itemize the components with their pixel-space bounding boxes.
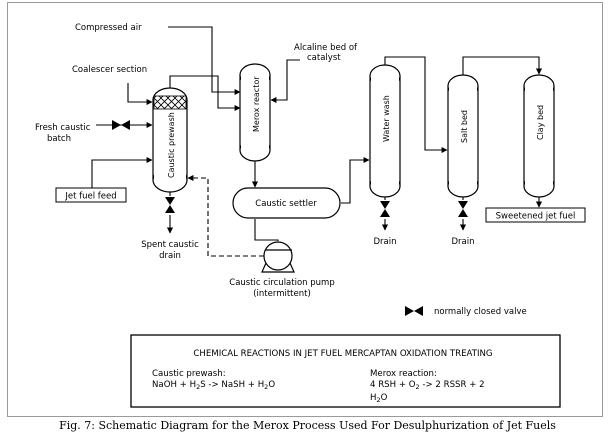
compressed-air-label: Compressed air: [75, 23, 142, 33]
water-wash-drain-label: Drain: [374, 237, 397, 247]
water-wash-vessel: Water wash: [369, 64, 401, 198]
prewash-reaction-label: Caustic prewash:: [152, 369, 226, 379]
merox-reactor-label: Merox reactor: [252, 76, 261, 132]
caustic-prewash-vessel: Caustic prewash: [152, 87, 188, 193]
circulation-pump: [261, 241, 295, 273]
merox-reaction-label: Merox reaction:: [370, 369, 437, 379]
prewash-reaction-equation: NaOH + H2S -> NaSH + H2O: [152, 380, 275, 391]
fresh-caustic-label-1: Fresh caustic: [35, 123, 91, 133]
water-wash-label: Water wash: [382, 95, 391, 142]
jet-fuel-feed-label: Jet fuel feed: [64, 192, 116, 202]
alcaline-bed-label-1: Alcaline bed of: [294, 43, 358, 53]
normally-closed-valve-label: normally closed valve: [434, 307, 527, 317]
salt-bed-drain-label: Drain: [452, 237, 475, 247]
merox-reaction-equation-cont: H2O: [370, 393, 388, 404]
spent-caustic-label-1: Spent caustic: [141, 240, 199, 250]
figure-border: [7, 2, 603, 417]
caustic-settler-label: Caustic settler: [255, 199, 317, 209]
valve-legend-icon: [405, 306, 423, 316]
recirculation-line: [187, 174, 264, 257]
caustic-prewash-label: Caustic prewash: [167, 112, 176, 178]
fresh-caustic-label-2: batch: [47, 134, 71, 144]
circulation-pump-label-2: (intermittent): [253, 289, 311, 299]
jet-fuel-feed-box: [55, 187, 127, 203]
merox-reaction-equation: 4 RSH + O2 -> 2 RSSR + 2: [370, 380, 485, 391]
coalescer-section-label: Coalescer section: [72, 65, 147, 75]
valve-fresh-caustic: [112, 120, 130, 130]
valve-salt-bed-drain: [458, 201, 468, 217]
sweetened-jet-fuel-label: Sweetened jet fuel: [496, 212, 576, 222]
caustic-settler-vessel: Caustic settler: [232, 187, 341, 219]
figure-caption: Fig. 7: Schematic Diagram for the Merox …: [59, 419, 556, 432]
reactions-box: CHEMICAL REACTIONS IN JET FUEL MERCAPTAN…: [130, 334, 561, 408]
clay-bed-vessel: Clay bed: [523, 74, 555, 198]
valve-water-wash-drain: [380, 201, 390, 217]
clay-bed-label: Clay bed: [536, 105, 545, 140]
reactions-title: CHEMICAL REACTIONS IN JET FUEL MERCAPTAN…: [193, 349, 492, 359]
circulation-pump-label-1: Caustic circulation pump: [229, 278, 334, 288]
sweetened-jet-fuel-box: [485, 207, 586, 223]
salt-bed-label: Salt bed: [460, 110, 469, 143]
alcaline-bed-label-2: catalyst: [307, 53, 341, 63]
valve-spent-caustic: [165, 197, 175, 213]
salt-bed-vessel: Salt bed: [447, 74, 479, 198]
spent-caustic-label-2: drain: [159, 251, 181, 261]
merox-reactor-vessel: Merox reactor: [239, 63, 271, 162]
